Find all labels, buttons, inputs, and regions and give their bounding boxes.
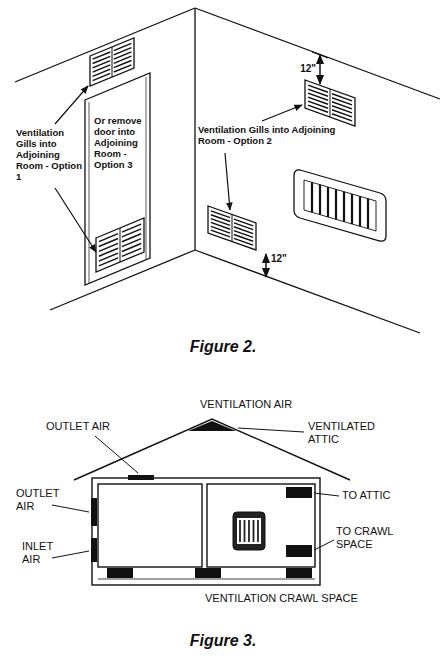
flow-label: INLET AIR (22, 540, 67, 565)
flow-label: OUTLET AIR (16, 487, 66, 512)
vent-grille (96, 218, 144, 272)
flow-label: TO CRAWL SPACE (336, 525, 416, 550)
flow-label: VENTILATED ATTIC (308, 420, 392, 445)
flow-label: TO ATTIC (342, 489, 432, 502)
leader-lines (52, 428, 339, 558)
callout-text: Or remove door into Adjoining Room - Opt… (94, 116, 148, 171)
door (85, 73, 150, 285)
vent-grille (208, 206, 256, 250)
flow-label: OUTLET AIR (46, 420, 126, 433)
vent-grilles (90, 38, 355, 272)
flow-label: VENTILATION CRAWL SPACE (205, 592, 405, 605)
callout-text: Ventilation Gills into Adjoining Room - … (198, 125, 343, 147)
dimension-label: 12" (271, 253, 295, 265)
vent-openings (91, 421, 312, 578)
callout-text: Ventilation Gills into Adjoining Room - … (16, 128, 82, 183)
figure-caption: Figure 3. (0, 632, 446, 650)
flow-label: VENTILATION AIR (200, 398, 330, 411)
figure-caption: Figure 2. (0, 338, 446, 356)
dimension-label: 12" (296, 63, 316, 75)
small-heater (233, 512, 265, 550)
room-corner (15, 8, 440, 333)
vent-grille (305, 80, 355, 126)
leader-lines (55, 86, 302, 252)
wall-heater (294, 170, 386, 241)
vent-grille (90, 38, 134, 86)
dimension-arrows (266, 52, 328, 277)
